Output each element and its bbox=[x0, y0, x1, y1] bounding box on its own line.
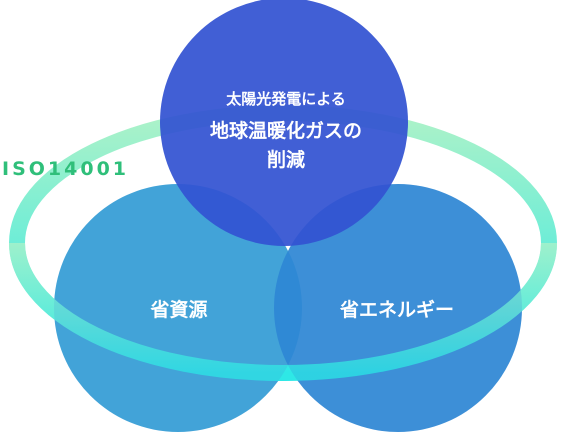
energy-saving-label: 省エネルギー bbox=[339, 299, 454, 321]
solar-line3: 削減 bbox=[267, 148, 305, 171]
resource-saving-label: 省資源 bbox=[149, 298, 207, 321]
iso-ring-front bbox=[9, 242, 557, 381]
iso-label: ISO14001 bbox=[2, 158, 129, 180]
solar-line2: 地球温暖化ガスの bbox=[210, 119, 362, 142]
solar-line1: 太陽光発電による bbox=[226, 90, 346, 108]
circle-solar-power bbox=[160, 0, 408, 246]
